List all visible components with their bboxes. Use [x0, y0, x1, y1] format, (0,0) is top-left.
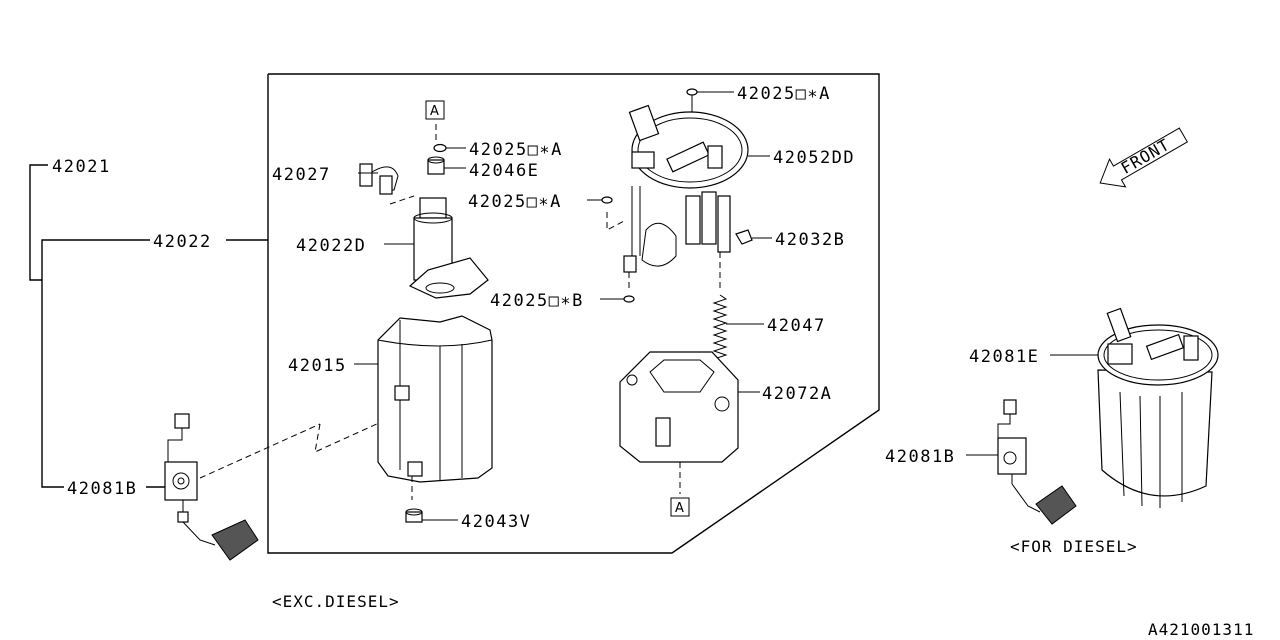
pump-reservoir-42015	[377, 315, 493, 483]
front-label: FRONT	[1118, 135, 1174, 178]
leader-lines	[354, 91, 1098, 521]
seal-42025B	[623, 295, 635, 303]
seal-42025A-3	[686, 88, 698, 96]
ref-mark-a-bottom: A	[675, 501, 684, 516]
label-42043v: 42043V	[461, 512, 531, 532]
pump-cap-42046E	[427, 156, 445, 175]
fuel-level-sender-left	[164, 413, 259, 561]
pump-base-42072A	[619, 351, 739, 463]
fuel-pump-42022D	[408, 197, 489, 299]
label-42081b-right: 42081B	[885, 447, 955, 467]
label-42052dd: 42052DD	[773, 148, 855, 168]
label-42025a-1: 42025□∗A	[469, 140, 563, 160]
label-42081b-left: 42081B	[67, 479, 137, 499]
diesel-module-42081E	[1097, 307, 1219, 508]
seal-42025A-2	[601, 196, 613, 204]
assembly-boundary	[267, 73, 880, 554]
bracket-42027	[359, 163, 399, 195]
front-direction-arrow: FRONT	[1099, 127, 1188, 188]
label-42025a-2: 42025□∗A	[468, 192, 562, 212]
clip-42032B	[735, 229, 753, 245]
diagram-id: A421001311	[1148, 620, 1254, 639]
label-42072a: 42072A	[762, 384, 832, 404]
label-42032b: 42032B	[775, 230, 845, 250]
label-42022: 42022	[153, 232, 212, 252]
label-42025a-3: 42025□∗A	[737, 84, 831, 104]
bracket-tree	[29, 164, 268, 488]
label-42027: 42027	[272, 165, 331, 185]
fuel-level-sender-right	[997, 399, 1077, 525]
label-42046e: 42046E	[469, 161, 539, 181]
label-42081e: 42081E	[969, 347, 1039, 367]
sender-dash-left	[199, 423, 321, 479]
label-42025b: 42025□∗B	[490, 291, 584, 311]
caption-for-diesel: <FOR DIESEL>	[1010, 537, 1138, 556]
pump-bolt-42043V	[405, 508, 423, 523]
seal-42025A-1	[433, 143, 447, 153]
spring-42047	[712, 294, 728, 364]
label-42021: 42021	[52, 157, 111, 177]
ref-mark-a-top: A	[430, 104, 439, 119]
ref-box-a-bottom	[670, 497, 690, 517]
pump-flange-42052DD	[623, 104, 749, 273]
label-42047: 42047	[767, 316, 826, 336]
caption-exc-diesel: <EXC.DIESEL>	[272, 592, 400, 611]
label-42022d: 42022D	[296, 236, 366, 256]
ref-box-a-top	[425, 100, 445, 120]
label-42015: 42015	[288, 356, 347, 376]
